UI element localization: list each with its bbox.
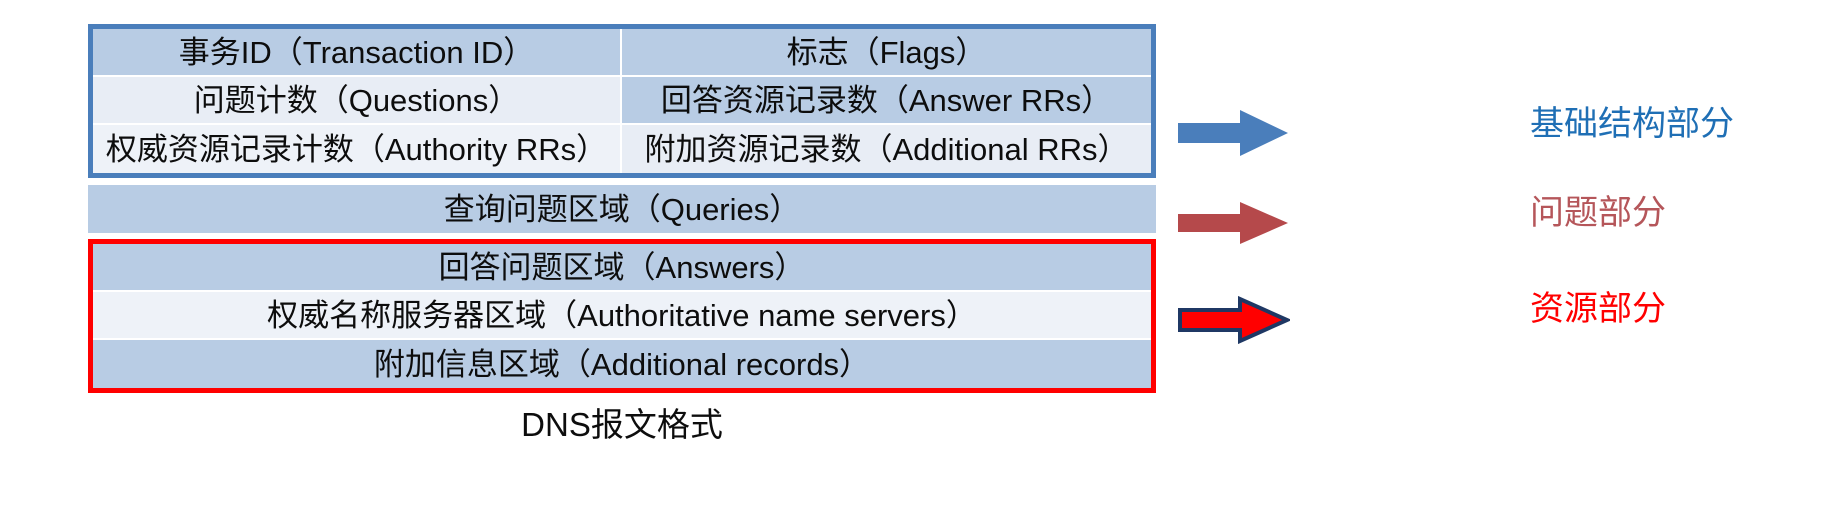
table-row: 权威资源记录计数（Authority RRs） 附加资源记录数（Addition… [93,125,1151,173]
table-row: 问题计数（Questions） 回答资源记录数（Answer RRs） [93,77,1151,125]
right-arrow-icon [1178,296,1290,344]
cell-authoritative-name-servers: 权威名称服务器区域（Authoritative name servers） [93,292,1151,340]
cell-questions: 问题计数（Questions） [93,77,622,125]
cell-additional-records: 附加信息区域（Additional records） [93,340,1151,388]
cell-answer-rrs: 回答资源记录数（Answer RRs） [622,77,1151,125]
table-row: 附加信息区域（Additional records） [93,340,1151,388]
queries-section-block: 查询问题区域（Queries） [88,185,1156,233]
cell-flags: 标志（Flags） [622,29,1151,77]
dns-message-diagram: 事务ID（Transaction ID） 标志（Flags） 问题计数（Ques… [88,24,1156,393]
cell-answers: 回答问题区域（Answers） [93,244,1151,292]
right-arrow-icon [1178,202,1288,244]
table-row: 查询问题区域（Queries） [88,185,1156,233]
annotation-label-question: 问题部分 [1530,194,1666,232]
cell-transaction-id: 事务ID（Transaction ID） [93,29,622,77]
cell-authority-rrs: 权威资源记录计数（Authority RRs） [93,125,622,173]
table-row: 事务ID（Transaction ID） 标志（Flags） [93,29,1151,77]
cell-additional-rrs: 附加资源记录数（Additional RRs） [622,125,1151,173]
header-section-block: 事务ID（Transaction ID） 标志（Flags） 问题计数（Ques… [88,24,1156,178]
cell-queries: 查询问题区域（Queries） [88,185,1156,233]
annotation-label-resource: 资源部分 [1530,290,1666,328]
table-row: 权威名称服务器区域（Authoritative name servers） [93,292,1151,340]
right-arrow-icon [1178,110,1288,156]
resource-section-block: 回答问题区域（Answers） 权威名称服务器区域（Authoritative … [88,239,1156,393]
table-row: 回答问题区域（Answers） [93,244,1151,292]
figure-caption: DNS报文格式 [521,406,723,443]
annotation-question [1178,202,1288,244]
annotation-label-infrastructure: 基础结构部分 [1530,105,1734,143]
annotation-resource [1178,296,1290,344]
annotation-infrastructure [1178,110,1288,156]
